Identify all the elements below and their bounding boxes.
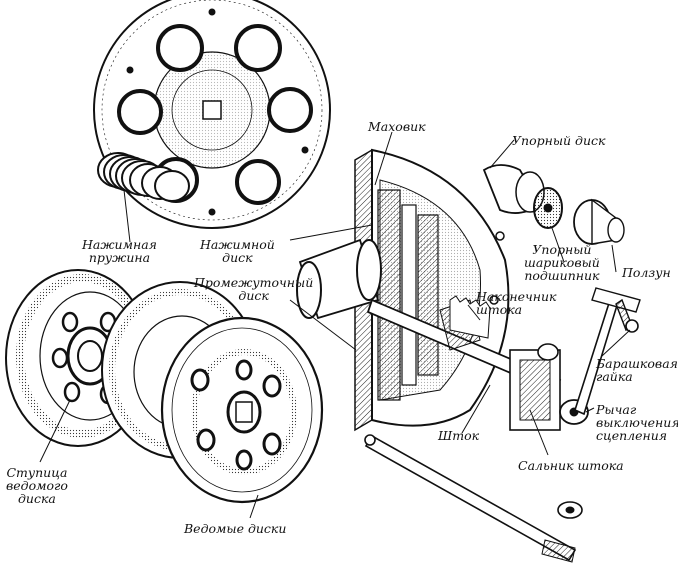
label-wing-nut: Барашковая гайка bbox=[596, 357, 678, 383]
front-driven-disc bbox=[160, 316, 324, 504]
label-pressure-spring-line1: Нажимная bbox=[82, 237, 157, 252]
label-rod-tip: Наконечник штока bbox=[476, 290, 557, 316]
release-mechanism bbox=[509, 287, 641, 431]
label-driven-hub-line3: диска bbox=[17, 491, 56, 506]
label-rod-seal: Сальник штока bbox=[518, 458, 624, 473]
label-driven-hub-line1: Ступица bbox=[6, 465, 68, 480]
label-release-lever-line3: сцепления bbox=[596, 428, 668, 443]
label-driven-hub: Ступица ведомого диска bbox=[6, 466, 68, 505]
label-pressure-disc-line2: диск bbox=[222, 250, 253, 265]
label-thrust-bearing-line3: подшипник bbox=[524, 268, 600, 283]
label-thrust-bearing: Упорный шариковый подшипник bbox=[524, 243, 600, 282]
label-intermediate-disc-line1: Промежуточный bbox=[194, 275, 314, 290]
loose-rod bbox=[364, 434, 577, 563]
label-wing-nut-line2: гайка bbox=[596, 369, 633, 384]
label-pressure-disc-line1: Нажимной bbox=[200, 237, 275, 252]
rod-seal-nut bbox=[557, 501, 583, 519]
pressure-springs bbox=[97, 152, 190, 202]
leader-lines bbox=[39, 131, 631, 519]
shaft-cylinder bbox=[296, 238, 382, 320]
top-pressure-plate bbox=[93, 0, 331, 229]
label-driven-discs: Ведомые диски bbox=[184, 521, 287, 536]
label-pressure-disc: Нажимной диск bbox=[200, 238, 275, 264]
label-release-lever-line2: выключения bbox=[596, 415, 678, 430]
thrust-parts bbox=[482, 164, 625, 245]
label-flywheel: Маховик bbox=[368, 119, 426, 134]
label-intermediate-disc: Промежуточный диск bbox=[194, 276, 313, 302]
label-thrust-bearing-line2: шариковый bbox=[524, 255, 600, 270]
label-release-lever: Рычаг выключения сцепления bbox=[596, 403, 678, 442]
label-pressure-spring-line2: пружина bbox=[88, 250, 151, 265]
label-driven-hub-line2: ведомого bbox=[6, 478, 68, 493]
gear-detail bbox=[449, 295, 491, 339]
label-rod: Шток bbox=[438, 428, 480, 443]
label-pressure-spring: Нажимная пружина bbox=[82, 238, 157, 264]
label-wing-nut-line1: Барашковая bbox=[596, 356, 678, 371]
label-thrust-bearing-line1: Упорный bbox=[532, 242, 592, 257]
label-slider: Ползун bbox=[622, 265, 671, 280]
label-intermediate-disc-line2: диск bbox=[238, 288, 269, 303]
label-rod-tip-line2: штока bbox=[476, 302, 523, 317]
label-thrust-disc: Упорный диск bbox=[512, 133, 606, 148]
label-release-lever-line1: Рычаг bbox=[596, 402, 637, 417]
label-rod-tip-line1: Наконечник bbox=[476, 289, 557, 304]
